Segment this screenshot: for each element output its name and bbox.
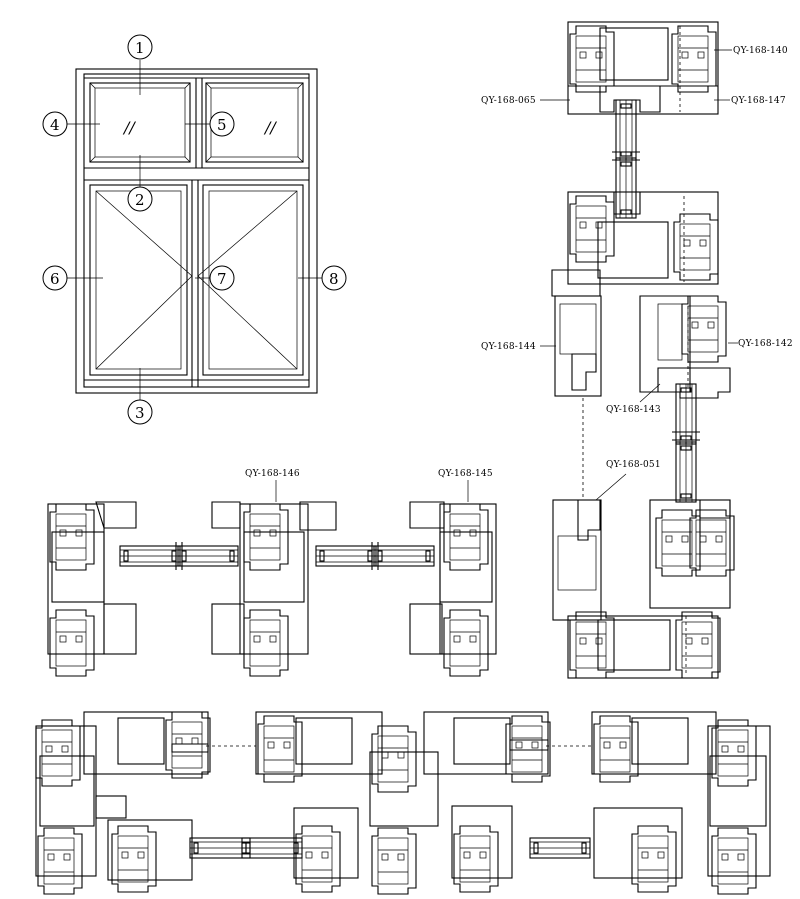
callouts-vertical: QY-168-140 QY-168-147 QY-168-065 QY-168-…: [481, 46, 793, 501]
label-qy-168-051: QY-168-051: [606, 460, 661, 470]
marker-1: 1: [135, 39, 145, 57]
label-qy-168-145: QY-168-145: [438, 469, 493, 479]
marker-4: 4: [50, 116, 60, 134]
label-qy-168-140: QY-168-140: [733, 46, 788, 56]
label-qy-168-143: QY-168-143: [606, 405, 661, 415]
horizontal-section-bottom: [35, 711, 771, 895]
label-qy-168-065: QY-168-065: [481, 96, 536, 106]
glass-mark: //: [122, 118, 136, 137]
marker-2: 2: [135, 191, 145, 209]
marker-8: 8: [329, 270, 339, 288]
label-qy-168-146: QY-168-146: [245, 469, 300, 479]
horizontal-section-middle: [47, 501, 497, 677]
label-qy-168-142: QY-168-142: [738, 339, 793, 349]
marker-5: 5: [217, 116, 227, 134]
window-elevation: // // 1 4 5 2 6 7 8 3: [42, 34, 347, 425]
marker-6: 6: [50, 270, 60, 288]
callouts-horizontal: QY-168-146 QY-168-145: [245, 469, 493, 502]
glass-mark: //: [263, 118, 277, 137]
marker-7: 7: [217, 270, 227, 288]
label-qy-168-147: QY-168-147: [731, 96, 786, 106]
marker-3: 3: [135, 404, 145, 422]
label-qy-168-144: QY-168-144: [481, 342, 536, 352]
vertical-section: [551, 21, 735, 679]
